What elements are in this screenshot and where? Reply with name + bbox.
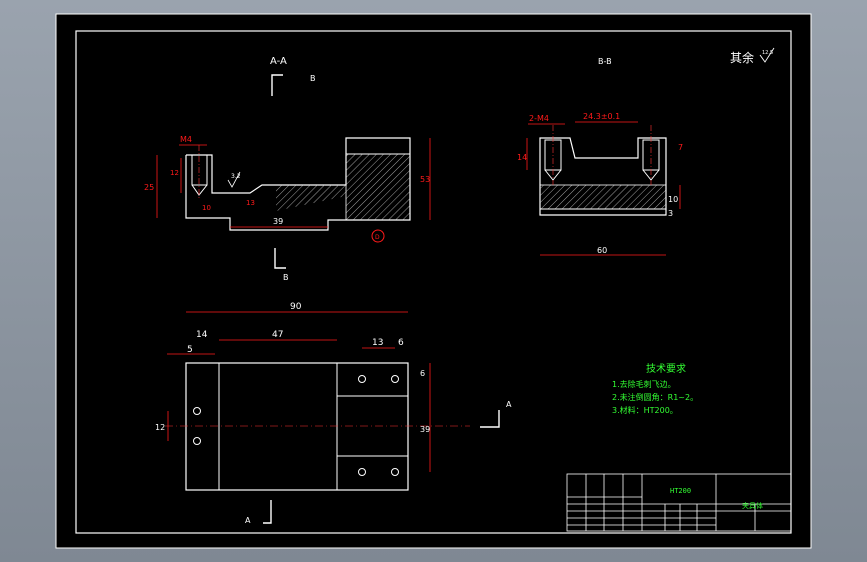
notes-title: 技术要求 <box>646 362 686 375</box>
aa-datum: D <box>375 234 380 241</box>
plan-outline <box>185 362 409 491</box>
title-block-material: HT200 <box>670 487 691 495</box>
bb-thread-dim: 2-M4 <box>529 114 549 123</box>
plan-dim-90: 90 <box>290 302 302 312</box>
section-bb-label: B-B <box>598 57 612 66</box>
aa-thread-dim: M4 <box>180 135 192 144</box>
plan-dim-13: 13 <box>372 338 383 348</box>
section-aa-label: A-A <box>270 56 287 67</box>
section-bb-view: B-B 其余 12.5 2-M4 24.3±0.1 14 7 10 3 60 <box>517 47 775 256</box>
cut-marker-a-bottom: A <box>245 516 251 525</box>
plan-dim-6b: 6 <box>420 369 425 378</box>
bb-dim-3: 3 <box>668 209 673 218</box>
roughness-other-value: 12.5 <box>762 50 773 56</box>
cut-arrow-top <box>271 74 283 96</box>
plan-dim-5: 5 <box>187 345 193 355</box>
notes-line-2: 2.未注倒圆角：R1~2。 <box>612 392 698 402</box>
plan-view: 90 14 47 5 13 6 6 39 12 A A <box>155 302 512 525</box>
drawing-frame <box>75 30 792 534</box>
aa-dim-25: 25 <box>144 183 154 192</box>
technical-notes: 技术要求 1.去除毛刺飞边。 2.未注倒圆角：R1~2。 3.材料：HT200。 <box>612 362 698 415</box>
cut-marker-b-top: B <box>310 74 316 83</box>
sheet-border <box>55 13 812 549</box>
title-block-part-name: 夹具体 <box>742 501 763 510</box>
plan-dim-12: 12 <box>155 423 165 432</box>
bb-dim-pitch: 24.3±0.1 <box>583 112 620 121</box>
cut-marker-b-bottom: B <box>283 273 289 282</box>
bb-outline <box>539 137 667 216</box>
datum-circle <box>371 229 385 243</box>
aa-dim-13: 13 <box>246 199 255 207</box>
aa-outline <box>185 137 411 231</box>
title-block <box>566 473 792 532</box>
aa-hatch-right <box>345 153 411 221</box>
aa-dim-12: 12 <box>170 169 179 177</box>
cut-marker-a-right: A <box>506 400 512 409</box>
plan-dim-14: 14 <box>196 330 208 340</box>
bb-dim-14: 14 <box>517 153 527 162</box>
aa-dim-39: 39 <box>273 217 283 226</box>
aa-roughness: 3.2 <box>231 173 241 180</box>
aa-dim-53: 53 <box>420 175 430 184</box>
section-aa-view: A-A B B M4 12 25 10 13 39 53 3.2 D <box>144 56 431 282</box>
bb-dim-7: 7 <box>678 143 683 152</box>
notes-line-3: 3.材料：HT200。 <box>612 405 678 415</box>
aa-hatch-mid <box>276 185 346 211</box>
bb-dim-10: 10 <box>668 195 678 204</box>
plan-dim-47: 47 <box>272 330 283 340</box>
bb-dim-60: 60 <box>597 246 607 255</box>
plan-dim-39: 39 <box>420 425 430 434</box>
plan-dim-6a: 6 <box>398 338 404 348</box>
notes-line-1: 1.去除毛刺飞边。 <box>612 379 676 389</box>
bb-hatch <box>539 184 667 210</box>
roughness-other-label: 其余 <box>730 50 754 65</box>
cut-arrow-bottom <box>274 248 286 269</box>
aa-dim-10: 10 <box>202 204 211 212</box>
